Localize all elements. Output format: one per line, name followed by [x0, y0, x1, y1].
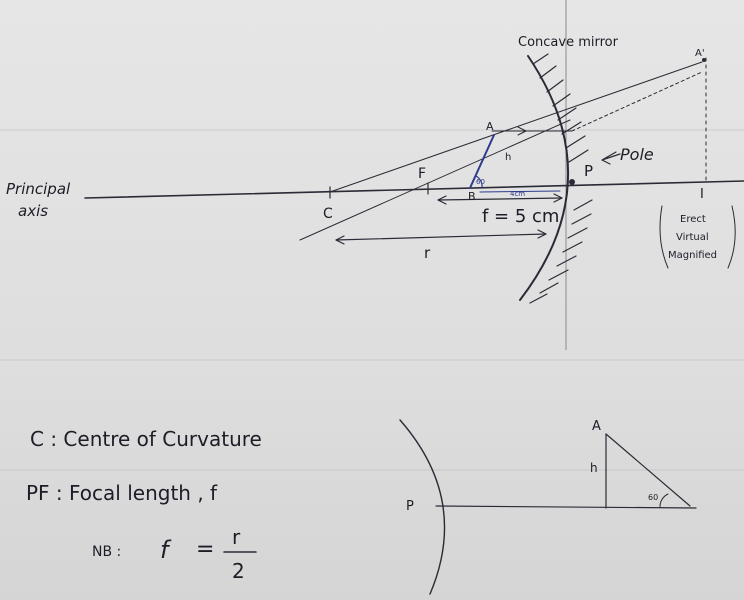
virtual-extension	[571, 71, 703, 132]
note-nb-denominator: 2	[232, 559, 245, 583]
note-nb-numerator: r	[232, 525, 241, 549]
ray-arrow	[517, 126, 527, 136]
image-note-erect: Erect	[680, 214, 706, 225]
mirror-hatching	[529, 53, 593, 304]
small-axis	[435, 505, 697, 509]
angle-arc	[475, 175, 483, 189]
radius-dimension	[335, 233, 547, 241]
small-h-label: h	[590, 461, 598, 475]
height-label: h	[505, 152, 511, 163]
point-f-label: F	[418, 166, 426, 182]
object-distance	[479, 190, 561, 193]
point-p-label: P	[584, 162, 593, 180]
image-note-magnified: Magnified	[668, 250, 717, 261]
small-angle-arc	[659, 493, 669, 508]
mirror-label: Concave mirror	[518, 35, 619, 50]
pole-pointer	[601, 151, 621, 165]
focal-arrow-right	[553, 193, 563, 203]
focal-arrow-left	[437, 195, 447, 205]
point-i-label: I	[700, 187, 704, 202]
focal-dimension	[437, 197, 563, 201]
note-centre-of-curvature: C : Centre of Curvature	[30, 427, 262, 451]
small-object-hypotenuse	[605, 433, 691, 507]
concave-mirror	[519, 55, 570, 301]
radius-arrow-right	[537, 229, 547, 239]
faint-page-lines	[0, 129, 744, 471]
angle-label: 60	[476, 178, 485, 186]
small-mirror-arc	[399, 419, 446, 595]
image-note-bracket	[659, 205, 736, 269]
radius-label: r	[424, 244, 431, 262]
distance-label: 4cm	[510, 190, 525, 198]
note-focal-length: PF : Focal length , f	[26, 481, 218, 505]
small-a-label: A	[592, 419, 601, 434]
note-nb-lhs: f	[160, 536, 172, 564]
pole-dot	[569, 179, 575, 185]
reflected-ray-through-f	[299, 119, 571, 241]
axis-label-line1: Principal	[6, 180, 71, 198]
point-c-label: C	[323, 206, 333, 222]
image-note-virtual: Virtual	[676, 232, 709, 243]
point-a-prime-label: A'	[695, 48, 705, 59]
pole-label: Pole	[620, 145, 654, 164]
note-nb-label: NB :	[92, 544, 121, 560]
small-p-label: P	[406, 499, 414, 514]
point-a-label: A	[486, 120, 494, 133]
object-ab	[469, 134, 495, 189]
point-a-prime-dot	[702, 58, 706, 62]
ray-through-c	[329, 61, 703, 193]
point-b-label: B	[468, 190, 476, 203]
small-angle-label: 60	[648, 493, 658, 502]
focal-equation: f = 5 cm	[482, 206, 559, 227]
radius-arrow-left	[335, 235, 345, 245]
note-nb-eq: =	[196, 537, 214, 562]
axis-label-line2: axis	[18, 202, 48, 220]
